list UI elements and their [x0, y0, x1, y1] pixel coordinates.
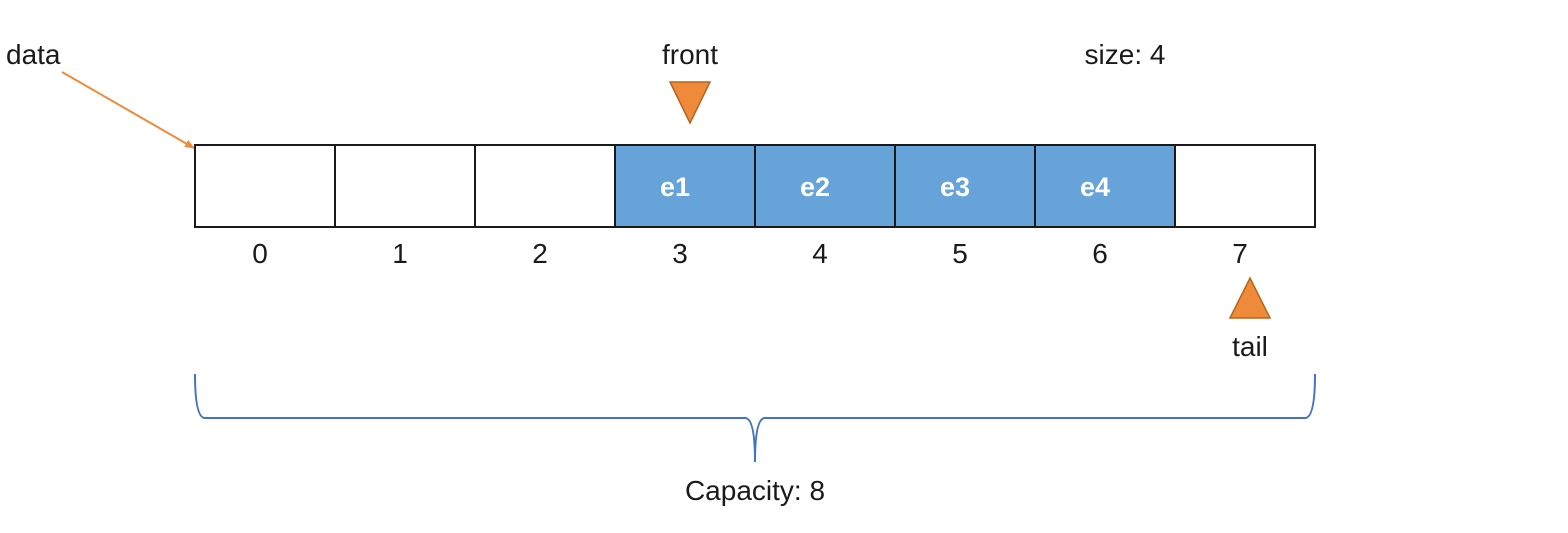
array-index-label: 7: [1232, 238, 1248, 269]
array-index-label: 0: [252, 238, 268, 269]
array-index-label: 2: [532, 238, 548, 269]
array-index-label: 1: [392, 238, 408, 269]
array-index-label: 4: [812, 238, 828, 269]
front-label: front: [662, 39, 718, 70]
array-index-label: 3: [672, 238, 688, 269]
capacity-brace: [194, 373, 1316, 463]
array-cell: [1174, 144, 1316, 228]
array-cell-value: e3: [940, 172, 970, 202]
array-cell: [614, 144, 756, 228]
data-pointer-arrow: [61, 71, 195, 149]
array-cell: [754, 144, 896, 228]
capacity-label: Capacity: 8: [685, 475, 825, 506]
array-cell: [194, 144, 336, 228]
data-pointer-label: data: [6, 39, 61, 70]
size-label: size: 4: [1085, 39, 1166, 70]
array-cell-value: e4: [1080, 172, 1110, 202]
array-cell: [474, 144, 616, 228]
array-index-label: 5: [952, 238, 968, 269]
array-indices: 0 1 2 3 4 5 6 7: [252, 238, 1248, 269]
array-cell: [334, 144, 476, 228]
front-marker: [668, 81, 712, 125]
array-cells: e1 e2 e3 e4: [194, 144, 1316, 228]
array-cell: [894, 144, 1036, 228]
tail-marker: [1228, 276, 1272, 319]
array-cell-value: e1: [660, 172, 690, 202]
array-cell-value: e2: [800, 172, 830, 202]
array-index-label: 6: [1092, 238, 1108, 269]
tail-label: tail: [1232, 331, 1268, 362]
